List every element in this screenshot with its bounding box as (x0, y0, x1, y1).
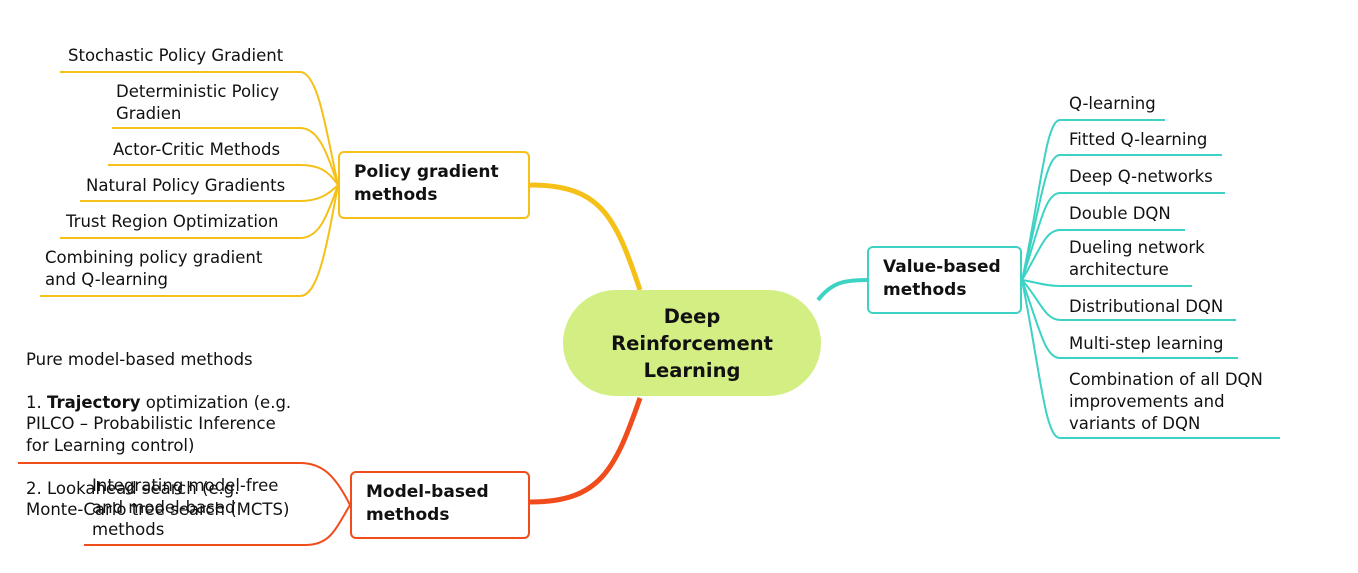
vb-item-combination: Combination of all DQN improvements and … (1069, 370, 1263, 433)
vb-item-q-learning: Q-learning (1069, 94, 1156, 113)
mb-line2: 2. Lookahead search (e.g. Monte-Carlo tr… (26, 478, 290, 520)
leaf-line-mb-2 (84, 504, 351, 546)
leaf-line-vb-1 (1021, 119, 1165, 281)
vb-item-fitted-q: Fitted Q-learning (1069, 130, 1208, 149)
leaf-line-vb-6 (1021, 279, 1236, 321)
pg-item-trust-region: Trust Region Optimization (66, 212, 279, 231)
mb-pure-model-based: Pure model-based methods 1. Trajectory o… (26, 327, 291, 521)
leaf-line-pg-3 (108, 164, 339, 186)
leaf-line-vb-5 (1021, 279, 1192, 287)
leaf-line-pg-4 (80, 184, 339, 202)
leaf-line-vb-8 (1021, 279, 1280, 439)
mb-item-integrating: Integrating model-free and model-based m… (92, 476, 279, 539)
connector-model (529, 397, 643, 505)
vb-item-distributional: Distributional DQN (1069, 297, 1224, 316)
leaf-line-pg-1 (60, 71, 339, 186)
leaf-line-pg-6 (40, 184, 339, 297)
leaf-line-pg-2 (112, 127, 339, 186)
connector-value (816, 278, 868, 302)
connector-policy (529, 182, 643, 291)
mb-line1-prefix: 1. (26, 392, 47, 412)
vb-item-double-dqn: Double DQN (1069, 204, 1171, 223)
pg-item-deterministic: Deterministic Policy Gradien (116, 82, 280, 123)
leaf-line-vb-2 (1021, 154, 1222, 281)
pg-item-natural: Natural Policy Gradients (86, 176, 286, 195)
central-topic: Deep Reinforcement Learning (563, 290, 821, 396)
vb-item-deep-q: Deep Q-networks (1069, 167, 1213, 186)
vb-item-multi-step: Multi-step learning (1069, 334, 1224, 353)
pg-item-actor-critic: Actor-Critic Methods (113, 140, 281, 159)
policy-gradient-node: Policy gradient methods (338, 151, 530, 219)
pg-item-stochastic: Stochastic Policy Gradient (68, 46, 284, 65)
vb-item-dueling: Dueling network architecture (1069, 238, 1205, 279)
mb-line1-rest: optimization (e.g. PILCO – Probabilistic… (26, 392, 292, 455)
mb-line1-bold: Trajectory (47, 392, 141, 412)
pg-item-combining: Combining policy gradient and Q-learning (45, 248, 263, 289)
model-based-node: Model-based methods (350, 471, 530, 539)
leaf-line-vb-4 (1021, 229, 1185, 281)
leaf-line-vb-7 (1021, 279, 1238, 359)
value-based-node: Value-based methods (867, 246, 1022, 314)
leaf-line-pg-5 (60, 184, 339, 239)
leaf-line-vb-3 (1021, 192, 1225, 281)
mb-pure-title: Pure model-based methods (26, 349, 253, 369)
leaf-line-mb-1 (18, 462, 351, 506)
